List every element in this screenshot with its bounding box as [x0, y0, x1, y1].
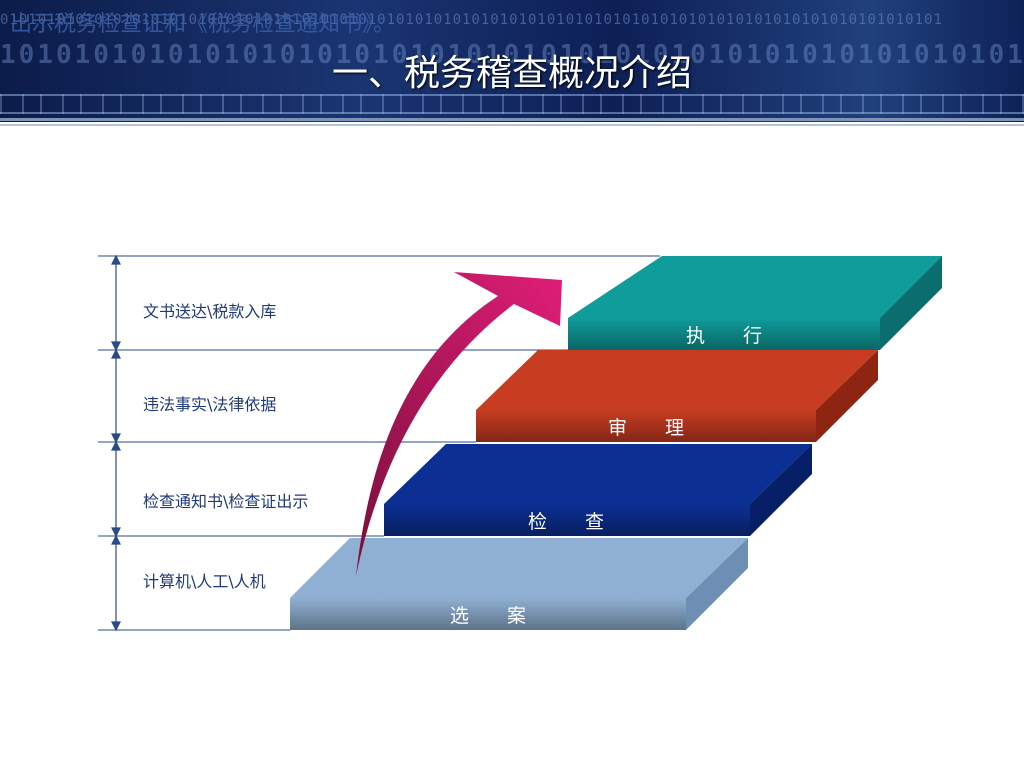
step-select-top	[290, 538, 748, 598]
header-banner: 0101010101010101010101010101010101010101…	[0, 0, 1024, 122]
step-inspect: 检 查	[384, 444, 812, 536]
side-label-review: 违法事实\法律依据	[143, 395, 277, 414]
step-execute-side	[880, 256, 942, 350]
step-review-label: 审 理	[608, 417, 684, 439]
binary-pattern-middle: 1010101010101010101010101010101010101010…	[0, 40, 1024, 70]
step-inspect-label: 检 查	[528, 511, 604, 533]
header-subtitle: 出示税务检查证和《税务检查通知书》。	[10, 12, 396, 37]
side-label-select: 计算机\人工\人机	[143, 572, 266, 591]
step-inspect-top	[384, 444, 812, 504]
step-inspect-side	[750, 444, 812, 536]
step-select-side	[686, 538, 748, 630]
box-pattern	[0, 94, 1024, 114]
header-divider-dark	[0, 118, 1024, 121]
step-select-label: 选 案	[450, 605, 526, 627]
dimension-arrows	[111, 254, 121, 632]
step-execute-top	[568, 256, 942, 318]
box-pattern-border	[0, 94, 1024, 114]
binary-pattern-top: 0101010101010101010101010101010101010101…	[0, 12, 943, 28]
side-label-execute: 文书送达\税款入库	[143, 302, 277, 321]
progress-arrow	[356, 272, 562, 576]
side-label-inspect: 检查通知书\检查证出示	[143, 492, 309, 511]
step-review-side	[816, 350, 878, 442]
guide-lines	[98, 255, 660, 631]
step-select: 选 案	[290, 538, 748, 630]
step-review: 审 理	[476, 350, 878, 442]
step-execute-label: 执 行	[686, 325, 762, 347]
page-title: 一、税务稽查概况介绍	[331, 53, 692, 94]
step-execute: 执 行	[568, 256, 942, 350]
step-review-top	[476, 350, 878, 410]
header-divider-light	[0, 124, 1024, 126]
